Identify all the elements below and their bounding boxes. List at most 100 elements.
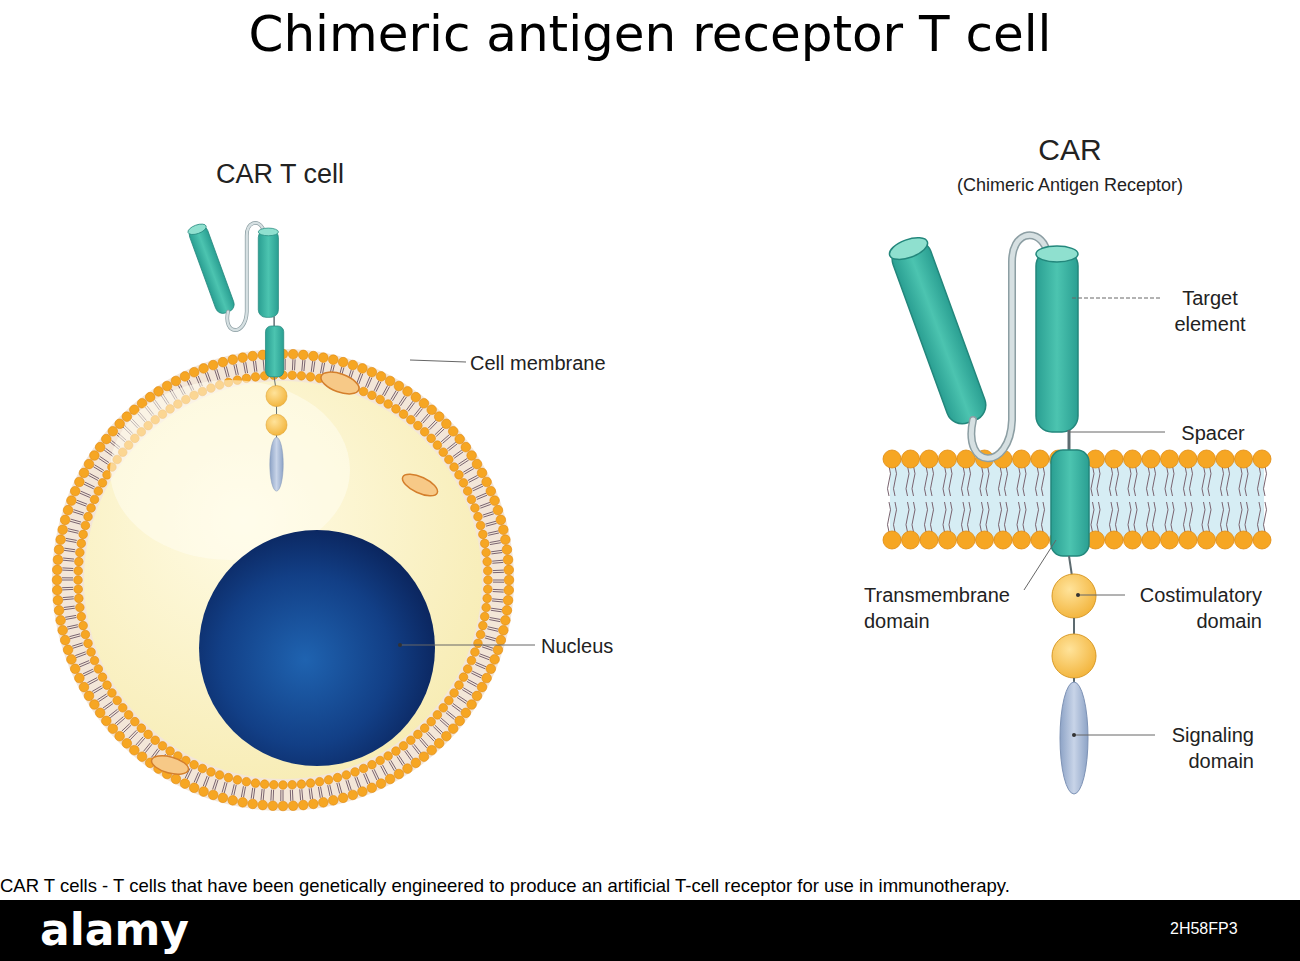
lipid-tail [931, 502, 934, 532]
lipid-head [442, 419, 452, 429]
lipid-head [58, 525, 68, 535]
lipid-head [358, 364, 368, 374]
lipid-head [479, 530, 488, 539]
lipid-tail [471, 673, 481, 678]
lipid-tail [226, 366, 229, 377]
lipid-head [499, 525, 509, 535]
lipid-tail [457, 697, 466, 703]
lipid-head [306, 373, 315, 382]
lipid-head [467, 495, 476, 504]
lipid-tail [943, 502, 946, 532]
lipid-head [459, 479, 468, 488]
lipid-tail [980, 466, 983, 496]
lipid-tail [62, 570, 73, 571]
lipid-head [939, 531, 957, 549]
lipid-head [1013, 531, 1031, 549]
lipid-tail [80, 493, 90, 497]
lipid-tail [1023, 466, 1026, 496]
lipid-head [486, 486, 496, 496]
lipid-tail [1239, 502, 1242, 532]
lipid-tail [393, 391, 399, 400]
lipid-head [496, 515, 506, 525]
lipid-tail [1245, 502, 1248, 532]
lipid-tail [64, 606, 75, 607]
lipid-head [103, 681, 112, 690]
lipid-head [1142, 531, 1160, 549]
lipid-tail [949, 502, 952, 532]
lipid-head [471, 648, 480, 657]
lipid-tail [894, 466, 897, 496]
lipid-head [77, 612, 86, 621]
lipid-tail [480, 504, 490, 508]
lipid-head [1179, 450, 1197, 468]
lipid-head [52, 575, 62, 585]
lipid-head [75, 477, 85, 487]
lipid-tail [473, 486, 483, 491]
lipid-head [338, 357, 348, 367]
lipid-head [248, 351, 258, 361]
lipid-head [54, 606, 64, 616]
lipid-head [1216, 531, 1234, 549]
lipid-tail [475, 664, 485, 668]
lipid-head [242, 777, 251, 786]
lipid-tail [405, 751, 411, 760]
lipid-head [171, 376, 181, 386]
lipid-tail [366, 377, 370, 387]
lipid-tail [962, 502, 965, 532]
lipid-head [477, 468, 487, 478]
lipid-head [98, 673, 107, 682]
lipid-head [419, 752, 429, 762]
lipid-tail [236, 364, 238, 375]
lipid-head [79, 682, 89, 692]
lipid-tail [420, 740, 427, 748]
lipid-tail [1023, 502, 1026, 532]
lipid-tail [323, 363, 325, 374]
lipid-head [463, 665, 472, 674]
lipid-tail [448, 444, 457, 451]
lipid-tail [376, 382, 381, 392]
lipid-tail [462, 690, 471, 696]
lipid-tail [367, 378, 371, 388]
lipid-head [957, 531, 975, 549]
lipid-head [1216, 450, 1234, 468]
lipid-head [319, 798, 329, 808]
lipid-head [190, 760, 199, 769]
lipid-head [1031, 450, 1049, 468]
lipid-head [994, 531, 1012, 549]
diagram-title: Chimeric antigen receptor T cell [0, 2, 1300, 66]
lipid-tail [1116, 502, 1119, 532]
lipid-tail [1097, 466, 1100, 496]
lipid-head [434, 739, 444, 749]
lipid-head [1013, 450, 1031, 468]
lipid-tail [232, 784, 235, 795]
lipid-tail [62, 567, 73, 569]
lipid-head [384, 400, 393, 409]
lipid-tail [203, 776, 207, 786]
lipid-head [52, 565, 62, 575]
lipid-head [180, 779, 190, 789]
lipid-tail [1239, 466, 1242, 496]
lipid-head [467, 656, 476, 665]
lipid-head [427, 745, 437, 755]
lipid-head [171, 774, 181, 784]
lipid-tail [359, 374, 363, 384]
lipid-tail [1147, 502, 1150, 532]
lipid-head [411, 758, 421, 768]
lipid-tail [1147, 466, 1150, 496]
lipid-tail [491, 610, 502, 612]
lipid-head [482, 477, 492, 487]
lipid-head [359, 387, 368, 396]
lipid-tail [436, 429, 444, 437]
lipid-tail [476, 663, 486, 667]
lipid-head [63, 645, 73, 655]
lipid-tail [136, 737, 143, 745]
lipid-head [67, 496, 77, 506]
lipid-tail [62, 580, 73, 581]
lipid-tail [72, 643, 82, 646]
lipid-head [504, 585, 514, 595]
lipid-tail [66, 541, 77, 543]
lipid-head [342, 771, 351, 780]
lipid-head [199, 787, 209, 797]
lipid-head [483, 594, 492, 603]
